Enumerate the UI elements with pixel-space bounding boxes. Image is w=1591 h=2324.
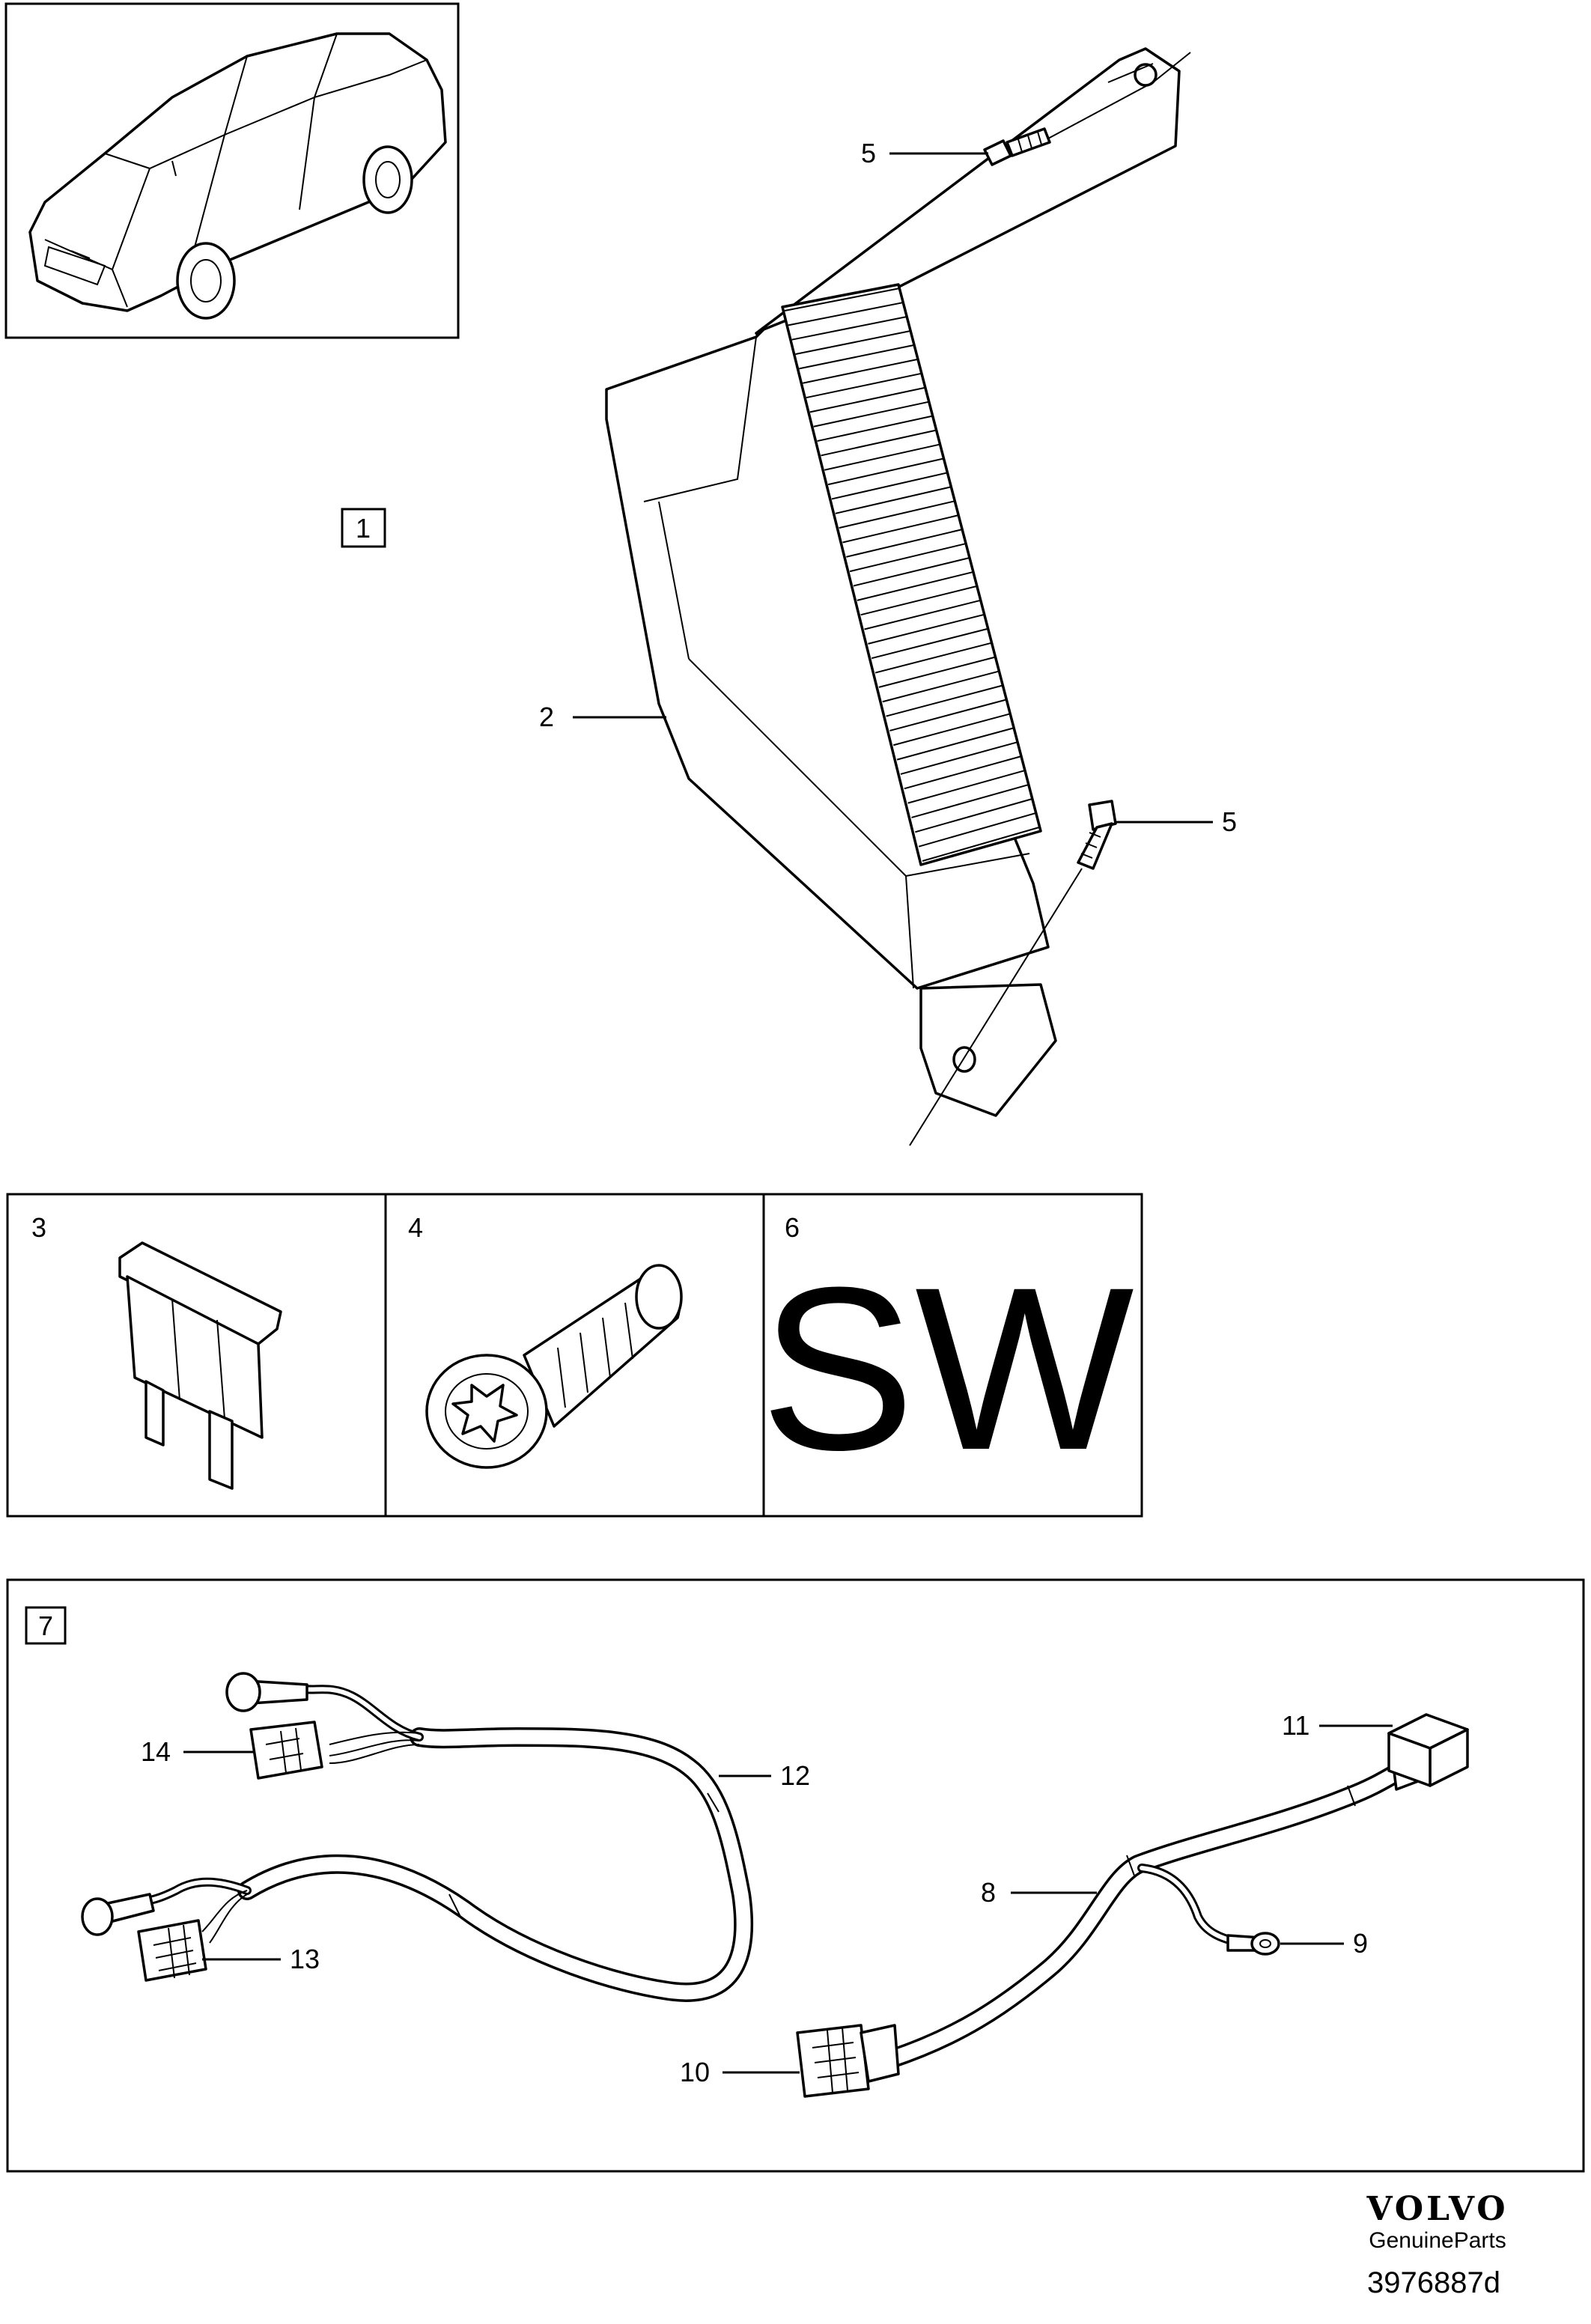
torx-screw-icon bbox=[425, 1264, 683, 1469]
heat-sink-fin bbox=[896, 727, 1014, 761]
amplifier-unit bbox=[605, 47, 1191, 1146]
heat-sink-fin bbox=[878, 656, 996, 688]
heat-sink-fin bbox=[827, 457, 944, 486]
callout-9: 9 bbox=[1280, 1928, 1368, 1959]
heat-sink-fin bbox=[900, 741, 1017, 775]
heat-sink-fin bbox=[849, 543, 967, 573]
callout-11: 11 bbox=[1282, 1710, 1393, 1741]
connector-14 bbox=[249, 1721, 323, 1780]
heat-sink-fin bbox=[799, 344, 915, 370]
genuine-parts-text: GenuineParts bbox=[1369, 2228, 1506, 2253]
callout-10-text: 10 bbox=[680, 2057, 710, 2087]
bottom-bracket bbox=[919, 983, 1057, 1117]
callout-5-top: 5 bbox=[861, 138, 988, 168]
callout-10: 10 bbox=[680, 2057, 800, 2087]
label-1-text: 1 bbox=[356, 513, 371, 544]
heat-sink-fin bbox=[831, 472, 948, 500]
heat-sink-fin bbox=[803, 358, 919, 384]
callout-14: 14 bbox=[141, 1736, 255, 1767]
heat-sink-fin bbox=[911, 784, 1029, 818]
heat-sink-fin bbox=[915, 798, 1032, 833]
panel-4: 4 bbox=[408, 1212, 683, 1469]
heat-sink-fin bbox=[788, 301, 904, 326]
callout-5-right-text: 5 bbox=[1222, 806, 1237, 837]
parts-panels: 3 4 6 SW bbox=[6, 1193, 1143, 1518]
heat-sink-fin bbox=[842, 514, 959, 544]
harness-panel: 7 bbox=[6, 1578, 1585, 2173]
heat-sink-fin bbox=[882, 670, 1000, 703]
panel-4-label: 4 bbox=[408, 1212, 423, 1243]
callout-2: 2 bbox=[539, 702, 666, 732]
harness-12 bbox=[81, 1672, 754, 2002]
callout-11-text: 11 bbox=[1282, 1710, 1309, 1741]
panel-6: 6 SW bbox=[760, 1212, 1136, 1498]
heat-sink-fin bbox=[857, 571, 974, 601]
label-7: 7 bbox=[25, 1606, 67, 1645]
heat-sink-frame bbox=[781, 283, 1042, 866]
label-7-box bbox=[25, 1606, 67, 1645]
heat-sink-fin bbox=[864, 599, 981, 630]
footer: VOLVO GenuineParts 3976887d bbox=[1366, 2190, 1508, 2299]
label-1-box bbox=[341, 508, 386, 548]
heat-sink-fin bbox=[893, 713, 1011, 746]
heat-sink-fin bbox=[813, 401, 930, 428]
heat-sink-fin bbox=[846, 529, 963, 558]
heat-sink-fin bbox=[918, 812, 1036, 848]
panels-frame bbox=[6, 1193, 1143, 1518]
heat-sink-fin bbox=[791, 315, 907, 341]
heat-sink-fin bbox=[817, 415, 934, 442]
heat-sink bbox=[781, 283, 1042, 866]
callout-12: 12 bbox=[719, 1760, 810, 1791]
harness-8 bbox=[796, 1713, 1469, 2098]
callout-5-right: 5 bbox=[1116, 806, 1237, 837]
heat-sink-fin bbox=[809, 386, 926, 413]
diagram-reference: 3976887d bbox=[1367, 2266, 1500, 2299]
panel-6-label: 6 bbox=[785, 1212, 800, 1243]
heat-sink-fin bbox=[839, 500, 955, 529]
heat-sink-fin bbox=[824, 443, 941, 471]
thumbnail-frame bbox=[4, 2, 460, 339]
heat-sink-fin bbox=[860, 585, 978, 616]
callout-5-top-text: 5 bbox=[861, 138, 876, 168]
heat-sink-fin bbox=[784, 288, 901, 311]
bottom-bracket-hole bbox=[952, 1046, 976, 1073]
heat-sink-fin bbox=[871, 627, 988, 660]
heat-sink-fin bbox=[868, 613, 985, 645]
heat-sink-fin bbox=[806, 372, 922, 399]
heat-sink-fin bbox=[922, 827, 1040, 862]
heat-sink-fin bbox=[853, 557, 970, 587]
callout-12-text: 12 bbox=[780, 1760, 810, 1791]
heat-sink-fin bbox=[886, 684, 1003, 717]
volvo-logo: VOLVO bbox=[1366, 2190, 1508, 2228]
heat-sink-fin bbox=[904, 755, 1021, 790]
connector-11 bbox=[1387, 1713, 1469, 1791]
fuse-icon bbox=[118, 1241, 282, 1490]
screw-right bbox=[1077, 800, 1117, 870]
panel-6-sw-text: SW bbox=[760, 1238, 1136, 1498]
callout-13: 13 bbox=[202, 1944, 320, 1974]
heat-sink-fin bbox=[889, 699, 1007, 731]
panel-3-label: 3 bbox=[31, 1212, 46, 1243]
callout-8: 8 bbox=[981, 1877, 1097, 1908]
label-1: 1 bbox=[341, 508, 386, 548]
car-icon bbox=[28, 32, 447, 320]
label-7-text: 7 bbox=[38, 1610, 53, 1641]
connector-10 bbox=[796, 2024, 900, 2098]
heat-sink-fin bbox=[821, 429, 937, 457]
panel-3: 3 bbox=[31, 1212, 282, 1490]
harness-panel-frame bbox=[6, 1578, 1585, 2173]
callout-9-text: 9 bbox=[1353, 1928, 1368, 1959]
connector-13 bbox=[137, 1919, 207, 1982]
callout-13-text: 13 bbox=[290, 1944, 320, 1974]
heat-sink-fin bbox=[835, 486, 952, 514]
heat-sink-fin bbox=[795, 329, 911, 356]
screw-top bbox=[983, 127, 1051, 166]
callout-8-text: 8 bbox=[981, 1877, 996, 1908]
heat-sink-fin bbox=[907, 770, 1025, 804]
callout-2-text: 2 bbox=[539, 702, 554, 732]
heat-sink-fin bbox=[874, 642, 992, 674]
car-thumbnail bbox=[4, 2, 460, 339]
callout-14-text: 14 bbox=[141, 1736, 171, 1767]
